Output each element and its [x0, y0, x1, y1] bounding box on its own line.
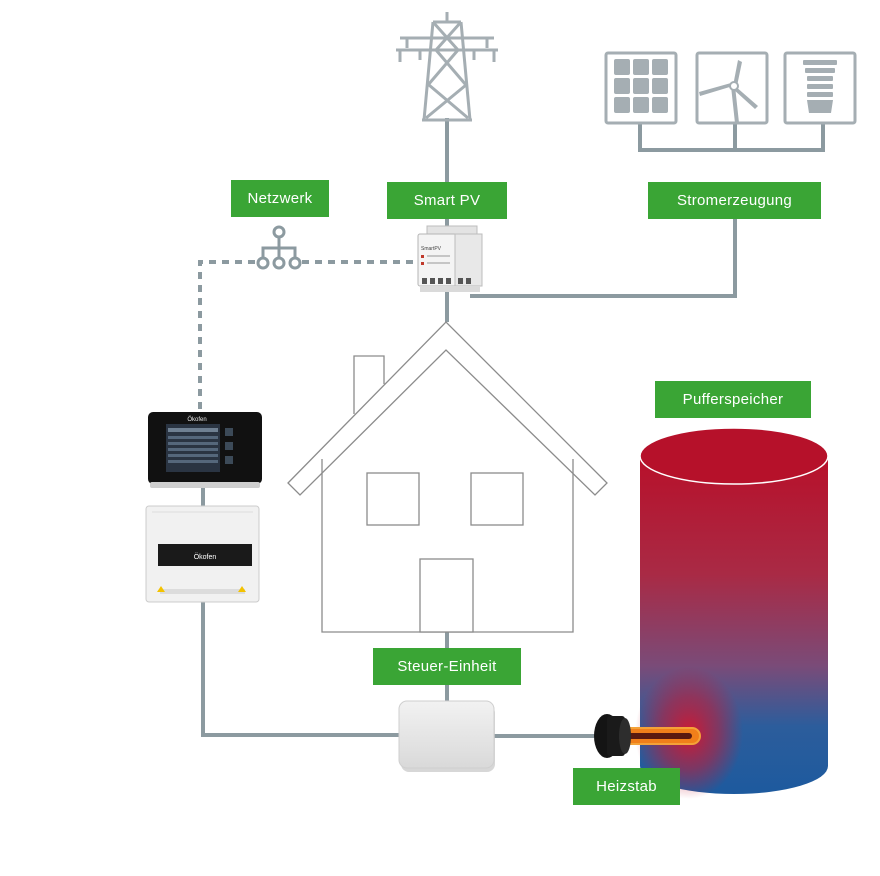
power-pylon-icon: [396, 12, 498, 122]
touch-display-logo: Ökofen: [187, 416, 206, 423]
generation-to-smartpv-line: [470, 218, 737, 298]
smartpv-module: SmartPV: [417, 225, 483, 292]
label-stromerzeugung: Stromerzeugung: [648, 182, 821, 219]
label-netzwerk: Netzwerk: [231, 180, 329, 217]
label-heizstab: Heizstab: [573, 768, 680, 805]
smartpv-module-text: SmartPV: [421, 246, 442, 252]
controller-cabinet: Ökofen: [145, 505, 260, 603]
house-outline: [287, 321, 608, 633]
touch-display: Ökofen: [148, 412, 262, 488]
generation-bus-line: [638, 122, 825, 152]
buffer-tank: [635, 427, 829, 799]
controller-logo: Ökofen: [194, 553, 217, 561]
network-lines: [198, 260, 415, 412]
heat-pump-icon: [783, 51, 857, 125]
controller-to-control-line: [201, 602, 400, 737]
control-unit-box: [398, 700, 495, 772]
solar-panel-icon: [604, 51, 678, 125]
label-smart-pv: Smart PV: [387, 182, 507, 219]
house-door: [419, 558, 474, 633]
wind-turbine-icon: [695, 51, 769, 125]
heating-rod: [594, 714, 701, 758]
label-pufferspeicher: Pufferspeicher: [655, 381, 811, 418]
house-window-right: [470, 472, 524, 526]
network-hub-icon: [256, 225, 302, 270]
network-dashed-line-left: [198, 260, 255, 412]
house-window-left: [366, 472, 420, 526]
label-steuer-einheit: Steuer-Einheit: [373, 648, 521, 685]
